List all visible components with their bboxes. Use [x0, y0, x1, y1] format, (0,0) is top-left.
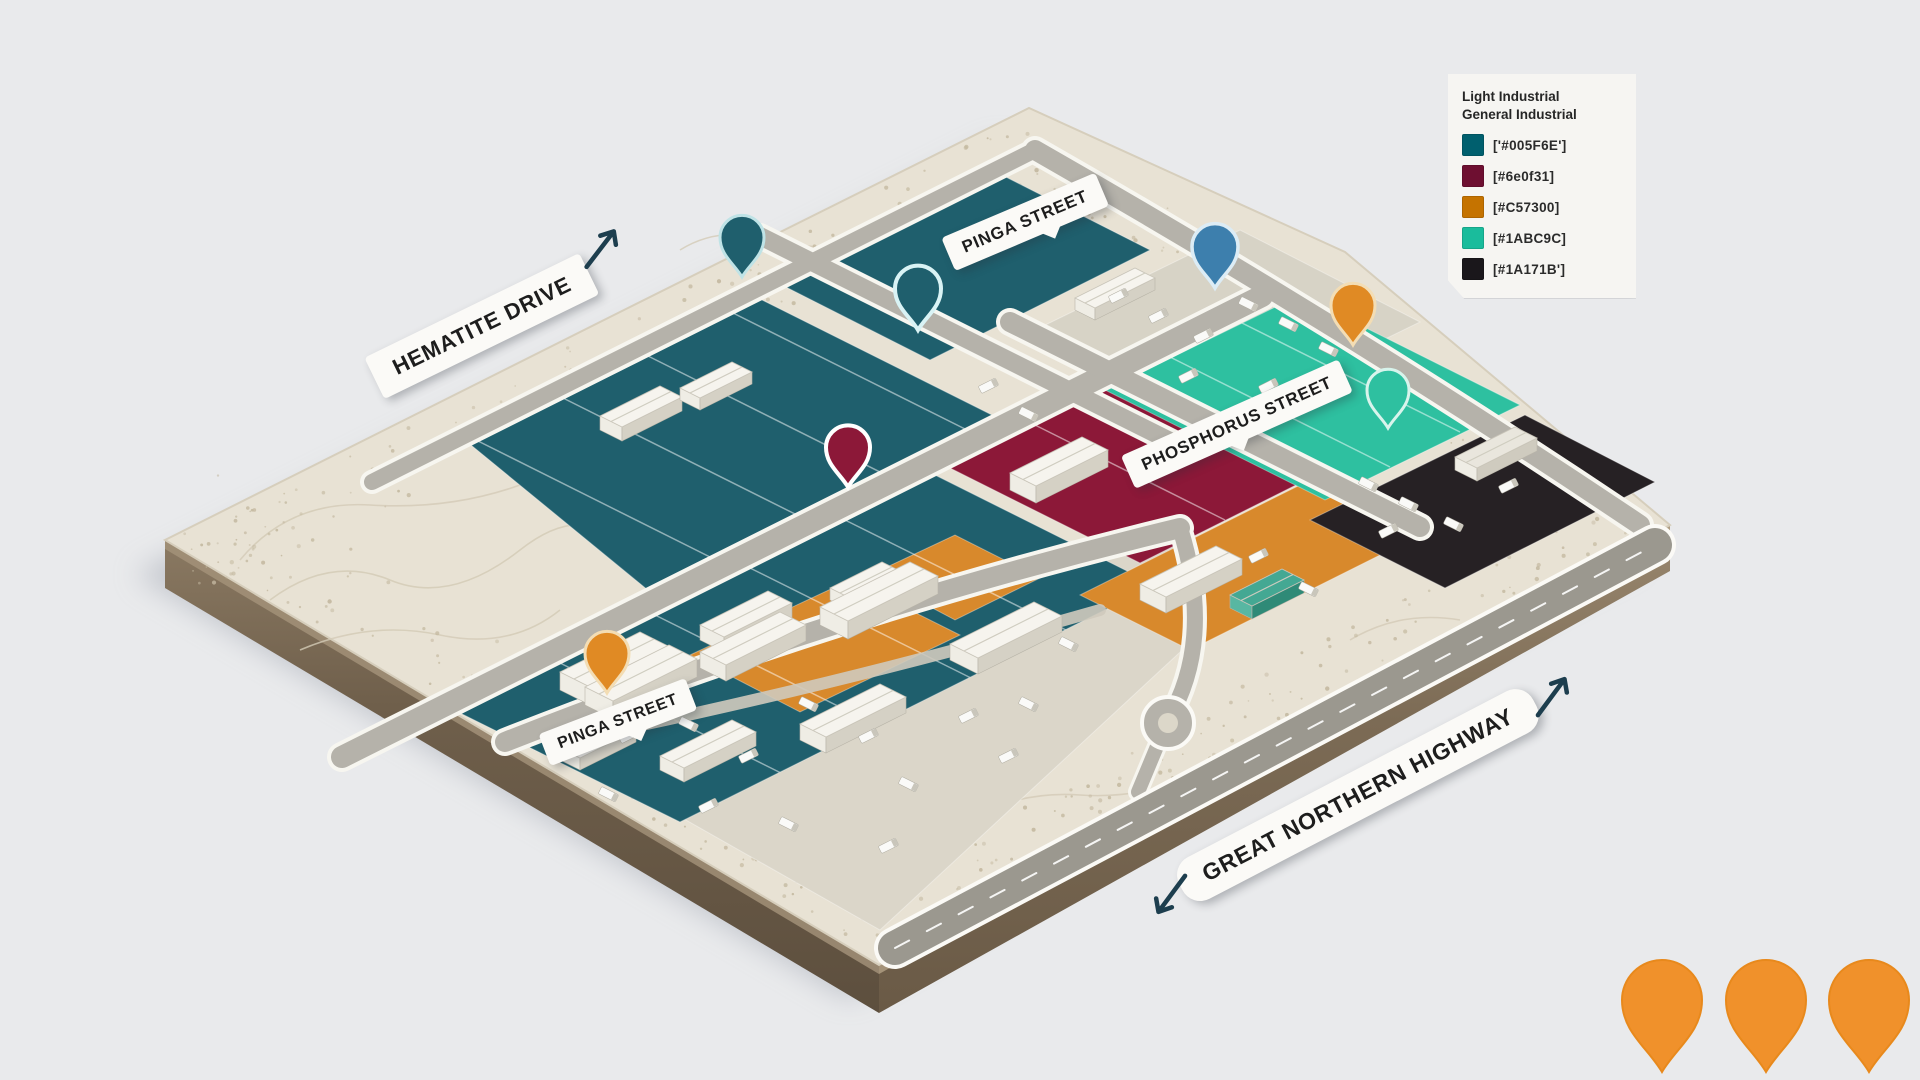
legend-code: [#1ABC9C] — [1493, 230, 1567, 246]
legend-item: ['#005F6E'] — [1462, 134, 1624, 156]
legend-title-line: Light Industrial — [1462, 89, 1560, 104]
legend-title-line: General Industrial — [1462, 107, 1577, 123]
legend-swatch-teal — [1462, 134, 1484, 156]
legend-item: [#1ABC9C] — [1462, 227, 1624, 249]
pin-teal-northwest[interactable] — [718, 213, 766, 280]
pin-turquoise-east[interactable] — [1365, 367, 1411, 431]
pin-orange-east[interactable] — [1329, 281, 1377, 348]
legend-title: Light Industrial General Industrial — [1462, 88, 1624, 124]
legend-swatch-maroon — [1462, 165, 1484, 187]
legend-code: [#1A171B'] — [1493, 261, 1566, 277]
legend-swatch-turquoise — [1462, 227, 1484, 249]
legend-swatch-black — [1462, 258, 1484, 280]
legend-item: [#1A171B'] — [1462, 258, 1624, 280]
pin-orange-corner-3[interactable] — [1827, 959, 1911, 1074]
pin-orange-corner-2[interactable] — [1724, 959, 1808, 1074]
legend-item: [#C57300] — [1462, 196, 1624, 218]
arrow-highway-northeast-icon — [1535, 676, 1570, 718]
pin-orange-southwest[interactable] — [583, 629, 631, 696]
pin-blue-northeast[interactable] — [1190, 221, 1240, 292]
legend-code: [#C57300] — [1493, 199, 1560, 215]
legend-item: [#6e0f31] — [1462, 165, 1624, 187]
legend-swatch-orange — [1462, 196, 1484, 218]
arrow-highway-southwest-icon — [1153, 873, 1188, 915]
pin-orange-corner-1[interactable] — [1620, 959, 1704, 1074]
legend-code: [#6e0f31] — [1493, 168, 1555, 184]
pin-teal-center[interactable] — [892, 263, 944, 334]
arrow-northeast-icon — [584, 229, 619, 270]
legend-card: Light Industrial General Industrial ['#0… — [1448, 74, 1636, 298]
zone-black-east — [1308, 414, 1657, 589]
legend-code: ['#005F6E'] — [1493, 137, 1567, 153]
pin-maroon-central[interactable] — [823, 423, 873, 491]
